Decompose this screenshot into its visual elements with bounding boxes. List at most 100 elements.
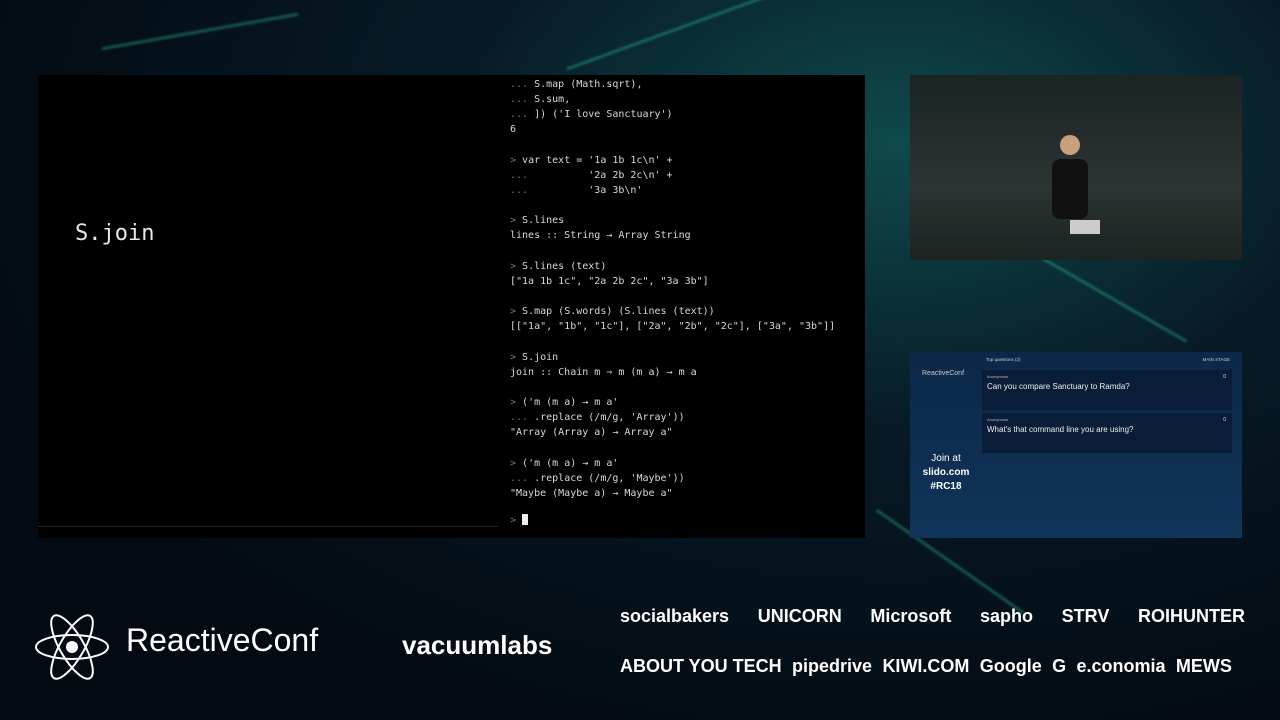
- question-author: Anonymous: [987, 417, 1009, 422]
- sponsor-logo: e.conomia: [1076, 656, 1166, 676]
- presentation-slide: S.join ... S.map (Math.sqrt),... S.sum,.…: [38, 75, 865, 538]
- slido-brand: ReactiveConf: [922, 370, 965, 377]
- terminal-line: > var text = '1a 1b 1c\n' +: [510, 153, 865, 168]
- text-cursor: [522, 514, 529, 526]
- terminal-text: "Maybe (Maybe a) → Maybe a": [510, 487, 673, 499]
- prompt-marker: ...: [510, 169, 529, 181]
- prompt-marker: ...: [510, 109, 535, 121]
- terminal-text: S.sum,: [534, 94, 571, 106]
- terminal-line: [510, 380, 865, 395]
- terminal-text: ('m (m a) → m a': [522, 396, 619, 408]
- terminal-line: [510, 198, 865, 213]
- terminal-line: [510, 244, 865, 259]
- prompt-marker: ...: [510, 184, 529, 196]
- sponsor-logo: pipedrive: [792, 656, 873, 676]
- terminal-line: ... .replace (/m/g, 'Array')): [510, 410, 865, 425]
- prompt-marker: >: [510, 154, 523, 166]
- terminal-line: [["1a", "1b", "1c"], ["2a", "2b", "2c"],…: [510, 319, 865, 334]
- terminal-text: S.lines: [522, 215, 565, 227]
- terminal-line: > S.join: [510, 350, 865, 365]
- sponsor-logo: sapho: [980, 606, 1034, 626]
- sponsor-logo: STRV: [1061, 606, 1110, 626]
- terminal-text: '2a 2b 2c\n' +: [528, 169, 673, 181]
- prompt-marker: ...: [510, 412, 535, 424]
- terminal-line: > S.lines (text): [510, 259, 865, 274]
- terminal-line: "Maybe (Maybe a) → Maybe a": [510, 486, 865, 501]
- terminal-text: 6: [510, 124, 517, 136]
- speaker-figure: [1052, 135, 1100, 234]
- reactiveconf-atom-icon: [35, 614, 109, 680]
- sponsor-logo: KIWI.COM: [882, 656, 970, 676]
- join-info: Join at slido.com #RC18: [910, 452, 982, 494]
- like-count: 0: [1223, 374, 1226, 380]
- terminal-text: S.join: [522, 351, 559, 363]
- terminal-text: ('m (m a) → m a': [522, 457, 619, 469]
- terminal-text: ["1a 1b 1c", "2a 2b 2c", "3a 3b"]: [510, 275, 709, 287]
- vacuumlabs-logo: vacuumlabs: [402, 630, 553, 660]
- tab-top-questions[interactable]: Top questions (2): [986, 357, 1021, 362]
- slide-title: S.join: [75, 221, 155, 246]
- terminal-line: "Array (Array a) → Array a": [510, 425, 865, 440]
- terminal-line: [510, 440, 865, 455]
- sponsor-logo: ABOUT YOU TECH: [620, 656, 782, 676]
- terminal-line: ... .replace (/m/g, 'Maybe')): [510, 471, 865, 486]
- slide-title-area: S.join: [38, 75, 498, 527]
- terminal-text: [["1a", "1b", "1c"], ["2a", "2b", "2c"],…: [510, 321, 836, 333]
- terminal-text: S.lines (text): [522, 260, 607, 272]
- terminal-line: ... '3a 3b\n': [510, 183, 865, 198]
- prompt-marker: >: [510, 215, 523, 227]
- terminal-text: '3a 3b\n': [528, 184, 643, 196]
- terminal-text: "Array (Array a) → Array a": [510, 427, 673, 439]
- terminal-text: join :: Chain m ⇒ m (m a) → m a: [510, 366, 697, 378]
- join-label: Join at: [931, 453, 961, 464]
- prompt-marker: >: [510, 396, 523, 408]
- sponsor-logo: ROIHUNTER: [1137, 606, 1245, 626]
- prompt-marker: >: [510, 260, 523, 272]
- prompt-marker: >: [510, 306, 523, 318]
- terminal-line: join :: Chain m ⇒ m (m a) → m a: [510, 365, 865, 380]
- join-url: slido.com: [922, 467, 970, 478]
- room-label: MAIN STAGE: [1202, 357, 1230, 362]
- like-count: 0: [1223, 417, 1226, 423]
- input-line[interactable]: >: [510, 513, 865, 528]
- terminal-line: > S.lines: [510, 213, 865, 228]
- terminal-line: ... ]) ('I love Sanctuary'): [510, 107, 865, 122]
- terminal-line: ... S.sum,: [510, 92, 865, 107]
- sponsor-logo: UNICORN: [757, 606, 842, 626]
- sponsor-logo: Microsoft: [870, 606, 952, 626]
- question-text: What's that command line you are using?: [987, 425, 1134, 434]
- terminal-line: 6: [510, 122, 865, 137]
- terminal-text: ]) ('I love Sanctuary'): [534, 109, 673, 121]
- terminal-line: [510, 334, 865, 349]
- sponsor-logo: MEWS: [1175, 656, 1232, 676]
- terminal-text: var text = '1a 1b 1c\n' +: [522, 154, 673, 166]
- reactiveconf-logo: ReactiveConf: [126, 622, 319, 658]
- question-card: Anonymous What's that command line you a…: [982, 413, 1232, 453]
- terminal-text: .replace (/m/g, 'Array')): [534, 412, 685, 424]
- terminal-line: lines :: String → Array String: [510, 228, 865, 243]
- terminal-text: S.map (S.words) (S.lines (text)): [522, 306, 715, 318]
- prompt-marker: ...: [510, 94, 535, 106]
- terminal-line: > S.map (S.words) (S.lines (text)): [510, 304, 865, 319]
- prompt-marker: >: [510, 514, 523, 526]
- prompt-marker: ...: [510, 79, 535, 90]
- question-author: Anonymous: [987, 374, 1009, 379]
- sponsor-logo: Google: [979, 656, 1042, 676]
- speaker-video: [910, 75, 1242, 260]
- question-text: Can you compare Sanctuary to Ramda?: [987, 382, 1130, 391]
- terminal-line: > ('m (m a) → m a': [510, 395, 865, 410]
- terminal-line: ["1a 1b 1c", "2a 2b 2c", "3a 3b"]: [510, 274, 865, 289]
- terminal-repl[interactable]: ... S.map (Math.sqrt),... S.sum,... ]) (…: [510, 75, 865, 538]
- terminal-line: ... S.map (Math.sqrt),: [510, 77, 865, 92]
- terminal-text: S.map (Math.sqrt),: [534, 79, 643, 90]
- terminal-line: [510, 138, 865, 153]
- question-card: Anonymous Can you compare Sanctuary to R…: [982, 370, 1232, 410]
- sponsor-logo: socialbakers: [620, 606, 730, 626]
- join-code: #RC18: [930, 481, 962, 492]
- terminal-line: ... '2a 2b 2c\n' +: [510, 168, 865, 183]
- prompt-marker: >: [510, 457, 523, 469]
- terminal-text: lines :: String → Array String: [510, 230, 691, 242]
- terminal-text: .replace (/m/g, 'Maybe')): [534, 472, 685, 484]
- terminal-line: > ('m (m a) → m a': [510, 456, 865, 471]
- prompt-marker: >: [510, 351, 523, 363]
